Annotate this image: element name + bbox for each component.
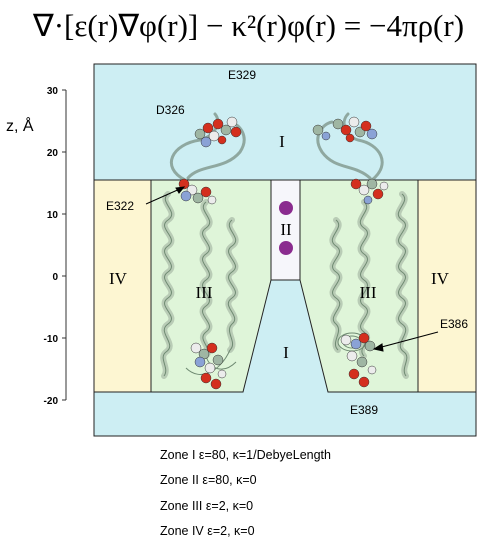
zone-iv-right-region: [417, 179, 477, 393]
zone-label-iv-right: IV: [431, 269, 450, 288]
residue-label-e329: E329: [228, 68, 256, 82]
zone-label-ii: II: [280, 220, 292, 239]
residue-label-e386: E386: [440, 317, 468, 331]
zone-label-i-bottom: I: [283, 343, 289, 362]
zone-iii-left-region: [150, 179, 272, 393]
z-axis-tick: 10: [47, 210, 59, 221]
legend-zone-iii: Zone III ε=2, κ=0: [160, 499, 254, 513]
z-axis-tick: 0: [52, 272, 58, 283]
z-axis-tick: 20: [47, 148, 59, 159]
legend-zone-i: Zone I ε=80, κ=1/DebyeLength: [160, 448, 331, 462]
residue-e386-atoms-right: [340, 332, 377, 388]
zone-label-iii-right: III: [360, 283, 377, 302]
poisson-boltzmann-equation: ∇·[ε(r)∇φ(r)] − κ²(r)φ(r) = −4πρ(r): [32, 8, 465, 43]
residue-e322-atoms-right: [350, 178, 389, 205]
z-axis-label: z, Å: [6, 116, 34, 135]
z-axis-tick: -10: [44, 334, 59, 345]
zone-label-iv-left: IV: [109, 269, 128, 288]
channel-zone-diagram: 30 20 10 0 -10 -20 z, Å: [6, 63, 477, 437]
z-axis-tick: 30: [47, 86, 59, 97]
ion-upper: [279, 201, 293, 215]
legend-zone-ii: Zone II ε=80, κ=0: [160, 473, 257, 487]
legend-zone-iv: Zone IV ε=2, κ=0: [160, 524, 255, 538]
zone-ii-pore-region: [270, 179, 301, 281]
residue-e329-atoms-right: [312, 116, 378, 143]
left-helix-bundle-outline: [162, 193, 237, 377]
residue-d326-atoms: [194, 116, 242, 148]
zone-label-iii-left: III: [196, 283, 213, 302]
ion-lower: [279, 241, 293, 255]
residue-e386-atoms-left: [190, 342, 227, 390]
z-axis-tick: -20: [44, 396, 59, 407]
residue-label-d326: D326: [156, 103, 185, 117]
residue-e322-atoms-left: [178, 178, 217, 205]
zone-iv-left-region: [93, 179, 152, 393]
zone-label-i-top: I: [279, 132, 285, 151]
z-axis: 30 20 10 0 -10 -20: [44, 86, 67, 407]
pointer-arrows: [145, 186, 439, 352]
residue-label-e322: E322: [106, 199, 134, 213]
residue-label-e389: E389: [350, 403, 378, 417]
